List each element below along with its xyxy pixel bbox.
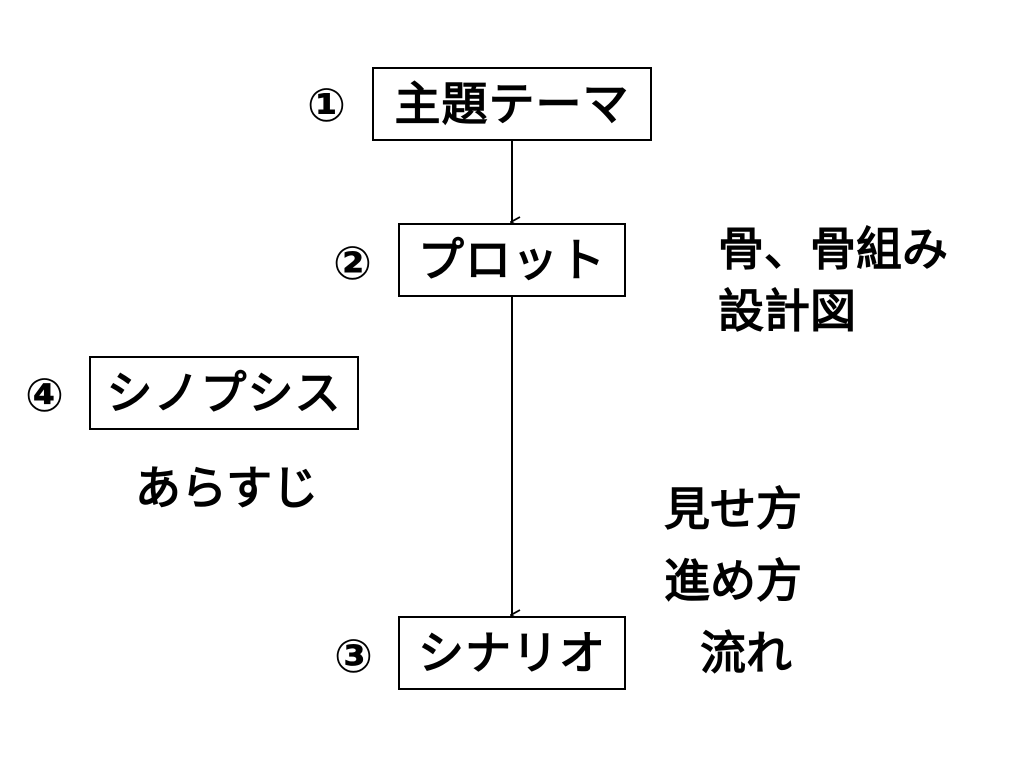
stage-box-scenario: シナリオ	[398, 616, 626, 690]
stage-box-plot: プロット	[398, 223, 626, 297]
stage-label-theme: 主題テーマ	[394, 77, 630, 131]
stage-label-scenario: シナリオ	[418, 626, 606, 680]
stage-label-synopsis: シノプシス	[106, 366, 342, 420]
stage-number-2: ②	[333, 236, 372, 290]
stage-number-1: ①	[307, 78, 346, 132]
stage-box-theme: 主題テーマ	[372, 67, 652, 141]
scenario-note-line-2: 進め方	[664, 554, 802, 608]
plot-note-line-2: 設計図	[718, 284, 856, 338]
stage-number-4: ④	[25, 368, 64, 422]
stage-box-synopsis: シノプシス	[89, 356, 359, 430]
scenario-note-line-3: 流れ	[700, 626, 792, 680]
synopsis-note: あらすじ	[135, 461, 319, 515]
plot-note-line-1: 骨、骨組み	[718, 222, 948, 276]
scenario-note-line-1: 見せ方	[664, 482, 802, 536]
stage-number-3: ③	[334, 629, 373, 683]
stage-label-plot: プロット	[418, 233, 606, 287]
